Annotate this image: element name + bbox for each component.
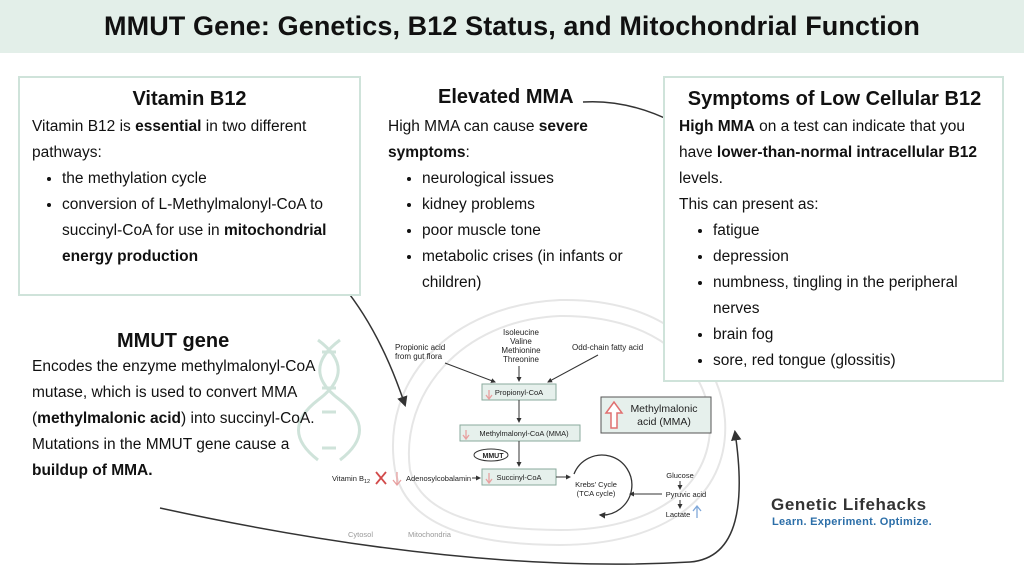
list-item: the methylation cycle: [62, 166, 347, 192]
list-item: fatigue: [713, 218, 990, 244]
mmut-text-2: ) into succinyl-CoA.: [181, 410, 315, 427]
mmut-text-3: Mutations in the MMUT gene cause a: [32, 436, 290, 453]
vitamin-b12-heading: Vitamin B12: [132, 88, 247, 110]
vitamin-text-2: in two different pathways:: [32, 118, 307, 161]
mmut-text-1: Encodes the enzyme methylmalonyl-CoA mut…: [32, 358, 315, 427]
symptoms-text-1: on a test can indicate that you have: [679, 118, 966, 161]
connector-arrow-mmut-sweep: [159, 429, 742, 565]
mmut-text-mma: methylmalonic acid: [37, 410, 182, 427]
list-item: depression: [713, 244, 990, 270]
symptoms-card: Symptoms of Low Cellular B12 High MMA on…: [663, 76, 1004, 382]
mmut-text-buildup: buildup of MMA.: [32, 462, 153, 479]
elevated-mma-heading: Elevated MMA: [438, 86, 574, 108]
elevated-text-severe: severe symptoms: [388, 118, 588, 161]
elevated-mma-list: neurological issues kidney problems poor…: [388, 166, 648, 296]
symptoms-intro: High MMA on a test can indicate that you…: [679, 114, 990, 192]
mmut-description: Encodes the enzyme methylmalonyl-CoA mut…: [32, 354, 332, 432]
mmut-gene-section: MMUT gene Encodes the enzyme methylmalon…: [32, 330, 332, 484]
list-item: sore, red tongue (glossitis): [713, 348, 990, 374]
dna-icon: [297, 338, 361, 462]
title-banner: MMUT Gene: Genetics, B12 Status, and Mit…: [0, 0, 1024, 53]
list-item-text: conversion of L-Methylmalonyl-CoA to suc…: [62, 196, 324, 239]
vitamin-b12-list: the methylation cycle conversion of L-Me…: [32, 166, 347, 270]
mmut-heading: MMUT gene: [117, 330, 230, 352]
list-item: kidney problems: [422, 192, 648, 218]
brand-tagline: Learn. Experiment. Optimize.: [772, 516, 932, 528]
elevated-text-2: :: [465, 144, 470, 161]
vitamin-b12-card: Vitamin B12 Vitamin B12 is essential in …: [18, 76, 361, 296]
list-item: neurological issues: [422, 166, 648, 192]
symptoms-list: fatigue depression numbness, tingling in…: [679, 218, 990, 374]
vitamin-b12-intro: Vitamin B12 is essential in two differen…: [32, 114, 347, 166]
mmut-mutation-note: Mutations in the MMUT gene cause a build…: [32, 432, 332, 484]
list-item: poor muscle tone: [422, 218, 648, 244]
list-item: brain fog: [713, 322, 990, 348]
symptoms-text-2: levels.: [679, 170, 723, 187]
symptoms-text-high-mma: High MMA: [679, 118, 755, 135]
elevated-text-1: High MMA can cause: [388, 118, 539, 135]
elevated-mma-section: Elevated MMA High MMA can cause severe s…: [388, 86, 648, 296]
symptoms-present-as: This can present as:: [679, 196, 819, 213]
list-item: metabolic crises (in infants or children…: [422, 244, 648, 296]
page-title: MMUT Gene: Genetics, B12 Status, and Mit…: [104, 11, 920, 41]
elevated-mma-intro: High MMA can cause severe symptoms:: [388, 114, 648, 166]
vitamin-text-essential: essential: [135, 118, 202, 135]
list-item: numbness, tingling in the peripheral ner…: [713, 270, 990, 322]
brand-logo-name: Genetic Lifehacks: [771, 495, 927, 514]
vitamin-text-1: Vitamin B12 is: [32, 118, 136, 135]
symptoms-heading: Symptoms of Low Cellular B12: [687, 88, 982, 110]
list-item: conversion of L-Methylmalonyl-CoA to suc…: [62, 192, 347, 270]
symptoms-text-lower: lower-than-normal intracellular B12: [716, 144, 978, 161]
list-item-bold: mitochondrial energy production: [62, 222, 327, 265]
